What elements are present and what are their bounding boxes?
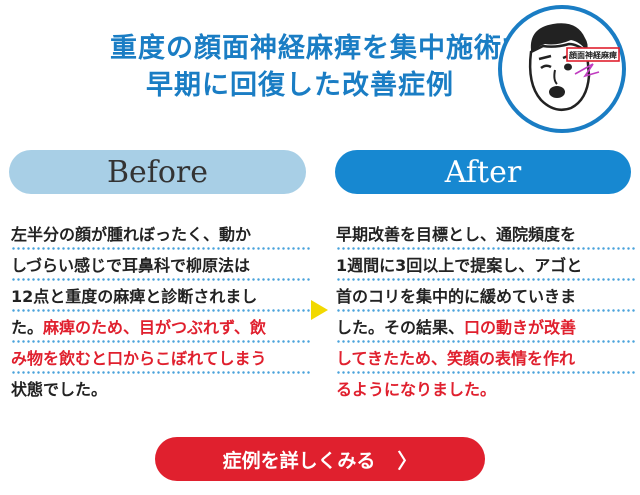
text-segment: 首のコリを集中的に緩めていきま — [336, 287, 577, 306]
before-text-line: 12点と重度の麻痺と診断されまし — [11, 281, 311, 312]
highlighted-text: るようになりました。 — [336, 380, 497, 399]
view-case-details-label: 症例を詳しくみる — [222, 449, 376, 472]
text-segment: 12点と重度の麻痺と診断されまし — [11, 287, 258, 306]
text-segment: 状態でした。 — [11, 380, 108, 399]
highlighted-text: してきたため、笑顔の表情を作れ — [336, 349, 576, 368]
text-segment: した。その結果、 — [336, 318, 465, 337]
arrow-right-icon — [311, 300, 328, 320]
before-description: 左半分の顔が腫れぼったく、動かしづらい感じで耳鼻科で柳原法は 12点と重度の麻痺と… — [11, 219, 311, 405]
before-text-line: 状態でした。 — [11, 374, 311, 405]
after-text-line: 早期改善を目標とし、通院頻度を — [336, 219, 636, 250]
text-segment: た。 — [11, 318, 44, 337]
after-description: 早期改善を目標とし、通院頻度を 1週間に3回以上で提案し、アゴと首のコリを集中的に… — [336, 219, 636, 405]
after-heading: After — [335, 150, 631, 194]
before-text-line: み物を飲むと口からこぼれてしまう — [11, 343, 311, 374]
after-text-line: 1週間に3回以上で提案し、アゴと — [336, 250, 636, 281]
text-segment: 左半分の顔が腫れぼったく、動か — [11, 225, 252, 244]
page-title: 重度の顔面神経麻痺を集中施術で 早期に回復した改善症例 — [0, 30, 640, 104]
illustration-badge-label: 顔面神経麻痺 — [568, 50, 617, 60]
highlighted-text: み物を飲むと口からこぼれてしまう — [11, 349, 267, 368]
text-segment: 早期改善を目標とし、通院頻度を — [336, 225, 577, 244]
after-text-line: 首のコリを集中的に緩めていきま — [336, 281, 636, 312]
highlighted-text: 麻痺のため、目がつぶれず、飲 — [43, 318, 266, 337]
before-text-line: しづらい感じで耳鼻科で柳原法は — [11, 250, 311, 281]
after-text-line: るようになりました。 — [336, 374, 636, 405]
chevron-right-icon: 〉 — [397, 448, 418, 473]
text-segment: しづらい感じで耳鼻科で柳原法は — [11, 256, 251, 275]
text-segment: 1週間に3回以上で提案し、アゴと — [336, 256, 583, 275]
after-text-line: した。その結果、口の動きが改善 — [336, 312, 636, 343]
title-line-2: 早期に回復した改善症例 — [146, 70, 454, 101]
after-text-line: してきたため、笑顔の表情を作れ — [336, 343, 636, 374]
before-heading: Before — [9, 150, 306, 194]
facial-paralysis-face-icon: 顔面神経麻痺 — [498, 5, 626, 133]
highlighted-text: 口の動きが改善 — [464, 318, 577, 337]
view-case-details-button[interactable]: 症例を詳しくみる 〉 — [155, 437, 485, 481]
title-line-1: 重度の顔面神経麻痺を集中施術で — [110, 33, 530, 64]
before-text-line: た。麻痺のため、目がつぶれず、飲 — [11, 312, 311, 343]
before-text-line: 左半分の顔が腫れぼったく、動か — [11, 219, 311, 250]
